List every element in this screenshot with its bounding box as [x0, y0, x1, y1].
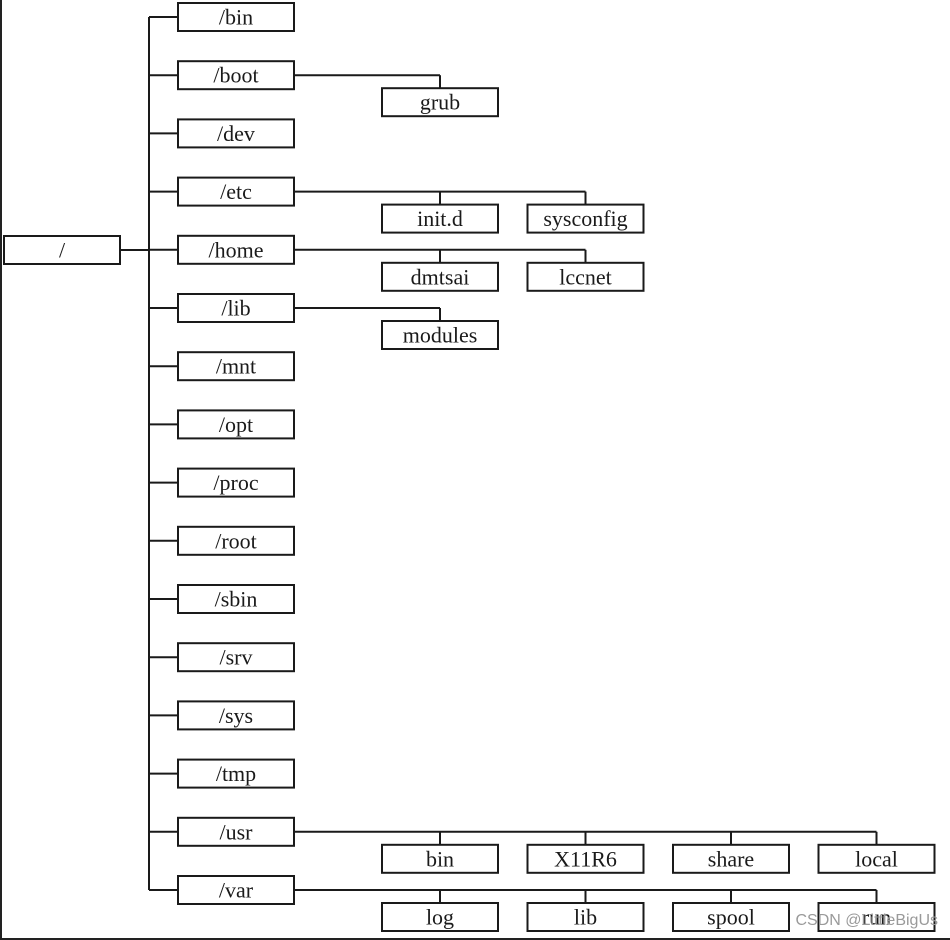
- dir-bin-box: [177, 2, 295, 32]
- tree-nodes: / /bin/boot grub/dev/etc init.d sysconfig/ho…: [3, 2, 936, 932]
- dir-usr-local: local: [817, 843, 936, 874]
- dir-home-dmtsai: dmtsai: [381, 261, 499, 292]
- dir-var-spool-box: [672, 902, 790, 932]
- dir-tmp-label: /tmp: [216, 761, 256, 786]
- dir-var: /var: [177, 875, 295, 905]
- dir-var-spool: spool: [672, 902, 790, 932]
- dir-srv: /srv: [177, 642, 295, 673]
- dir-usr-local-box: [817, 843, 936, 874]
- dir-var-run-label: run: [862, 905, 891, 930]
- dir-root: /root: [177, 525, 295, 556]
- dir-mnt-label: /mnt: [216, 354, 256, 379]
- dir-proc-label: /proc: [213, 470, 258, 495]
- dir-lib-modules-label: modules: [403, 323, 478, 348]
- dir-boot-label: /boot: [213, 63, 258, 88]
- dir-dev-box: [177, 118, 295, 149]
- dir-usr-label: /usr: [220, 819, 254, 844]
- dir-var-log-label: log: [426, 905, 454, 930]
- root-node-label: /: [59, 238, 66, 263]
- dir-var-label: /var: [219, 878, 254, 903]
- dir-etc-sysconfig: sysconfig: [526, 203, 645, 234]
- dir-var-lib-label: lib: [574, 905, 597, 930]
- dir-home-dmtsai-box: [381, 261, 499, 292]
- dir-boot: /boot: [177, 60, 295, 91]
- dir-boot-grub-box: [381, 87, 499, 118]
- dir-etc-box: [177, 176, 295, 207]
- dir-bin: /bin: [177, 2, 295, 32]
- dir-usr-box: [177, 816, 295, 847]
- dir-etc-init-d: init.d: [381, 203, 499, 234]
- dir-etc-label: /etc: [220, 179, 252, 204]
- dir-sbin-label: /sbin: [215, 587, 258, 612]
- root-node-box: [3, 235, 121, 265]
- dir-var-box: [177, 875, 295, 905]
- dir-boot-grub: grub: [381, 87, 499, 118]
- dir-home-dmtsai-label: dmtsai: [411, 264, 470, 289]
- dir-boot-grub-label: grub: [420, 90, 460, 115]
- dir-usr-bin-label: bin: [426, 846, 454, 871]
- dir-usr: /usr: [177, 816, 295, 847]
- dir-dev-label: /dev: [217, 121, 255, 146]
- dir-tmp-box: [177, 758, 295, 789]
- dir-usr-share: share: [672, 843, 790, 874]
- dir-var-run-box: [817, 902, 936, 932]
- dir-mnt: /mnt: [177, 351, 295, 382]
- dir-var-lib-box: [526, 902, 645, 932]
- dir-etc-sysconfig-box: [526, 203, 645, 234]
- dir-usr-x11r6: X11R6: [526, 843, 645, 874]
- tree-edges: [120, 16, 878, 903]
- dir-boot-box: [177, 60, 295, 91]
- dir-opt: /opt: [177, 409, 295, 440]
- dir-var-log-box: [381, 902, 499, 932]
- dir-sys-box: [177, 700, 295, 731]
- dir-sys: /sys: [177, 700, 295, 731]
- dir-usr-local-label: local: [855, 846, 898, 871]
- dir-usr-x11r6-label: X11R6: [554, 846, 617, 871]
- dir-home-label: /home: [209, 237, 264, 262]
- dir-var-spool-label: spool: [707, 905, 755, 930]
- dir-usr-bin: bin: [381, 843, 499, 874]
- dir-home-lccnet: lccnet: [526, 261, 645, 292]
- dir-root-box: [177, 525, 295, 556]
- root-node: /: [3, 235, 121, 265]
- dir-root-label: /root: [215, 528, 257, 553]
- dir-sys-label: /sys: [219, 703, 253, 728]
- dir-usr-bin-box: [381, 843, 499, 874]
- dir-opt-box: [177, 409, 295, 440]
- dir-bin-label: /bin: [219, 5, 253, 30]
- dir-etc-init-d-label: init.d: [417, 206, 463, 231]
- dir-home-lccnet-label: lccnet: [559, 264, 612, 289]
- dir-etc: /etc: [177, 176, 295, 207]
- dir-var-log: log: [381, 902, 499, 932]
- dir-lib: /lib: [177, 293, 295, 323]
- dir-etc-sysconfig-label: sysconfig: [543, 206, 627, 231]
- dir-tmp: /tmp: [177, 758, 295, 789]
- dir-usr-x11r6-box: [526, 843, 645, 874]
- dir-usr-share-box: [672, 843, 790, 874]
- dir-etc-init-d-box: [381, 203, 499, 234]
- dir-opt-label: /opt: [219, 412, 253, 437]
- dir-proc-box: [177, 467, 295, 498]
- dir-sbin: /sbin: [177, 584, 295, 614]
- dir-var-lib: lib: [526, 902, 645, 932]
- dir-srv-box: [177, 642, 295, 673]
- dir-usr-share-label: share: [708, 846, 754, 871]
- dir-lib-modules: modules: [381, 320, 499, 350]
- dir-home-box: [177, 234, 295, 265]
- dir-var-run: run: [817, 902, 936, 932]
- dir-home-lccnet-box: [526, 261, 645, 292]
- dir-proc: /proc: [177, 467, 295, 498]
- dir-home: /home: [177, 234, 295, 265]
- dir-lib-modules-box: [381, 320, 499, 350]
- dir-mnt-box: [177, 351, 295, 382]
- dir-srv-label: /srv: [220, 645, 253, 670]
- dir-lib-label: /lib: [221, 296, 250, 321]
- dir-sbin-box: [177, 584, 295, 614]
- watermark: CSDN @LittleBigUs: [795, 912, 939, 929]
- dir-dev: /dev: [177, 118, 295, 149]
- dir-lib-box: [177, 293, 295, 323]
